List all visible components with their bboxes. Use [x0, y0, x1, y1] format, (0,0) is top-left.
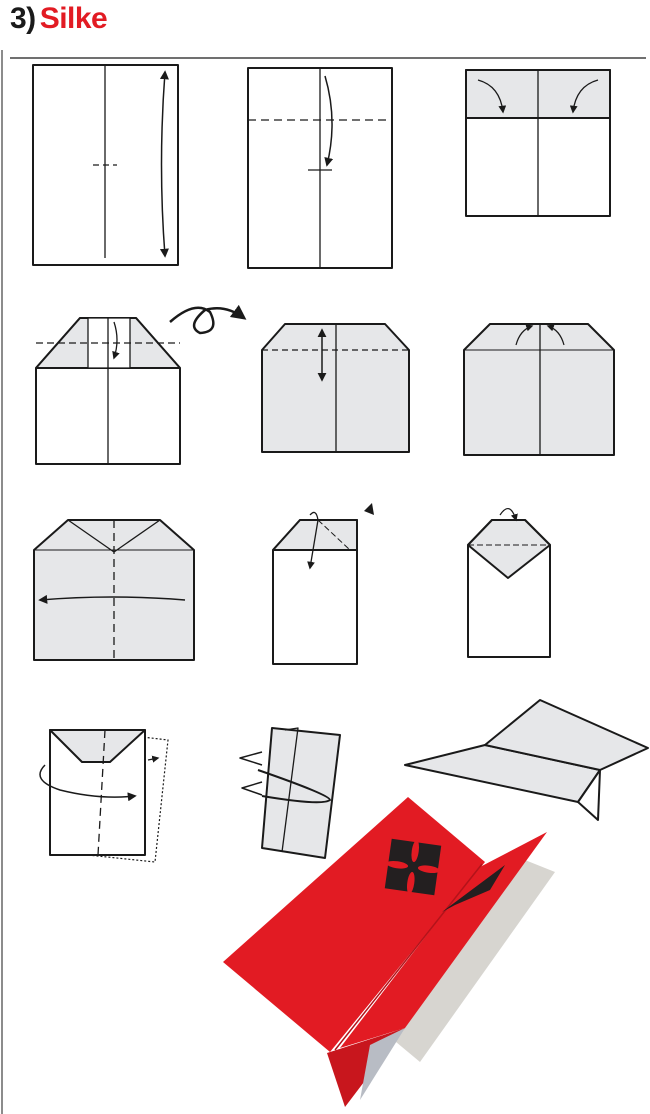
- fold-lengthwise-arrow: [159, 70, 169, 258]
- finished-plane-red: [223, 797, 555, 1107]
- finished-plane-white: [404, 699, 649, 821]
- plane-name: Silke: [39, 2, 108, 35]
- step-9: [467, 508, 551, 658]
- step-number: 3): [10, 2, 36, 35]
- flip-over-arrow: [169, 304, 247, 335]
- fold-top-down-arrow: [324, 75, 334, 167]
- step-1: [32, 64, 179, 266]
- page-title: 3)Silke: [10, 2, 108, 36]
- step-4: [35, 304, 247, 465]
- step-8: [272, 503, 374, 665]
- step-3: [465, 69, 611, 217]
- emblem-cross: [384, 838, 442, 896]
- step-5: [261, 323, 410, 453]
- step-7: [33, 519, 195, 661]
- fold-in-half-arrow: [38, 594, 186, 604]
- step-11: [239, 727, 341, 859]
- step-6: [463, 323, 615, 456]
- step-10: [39, 729, 169, 863]
- step-2: [247, 67, 393, 269]
